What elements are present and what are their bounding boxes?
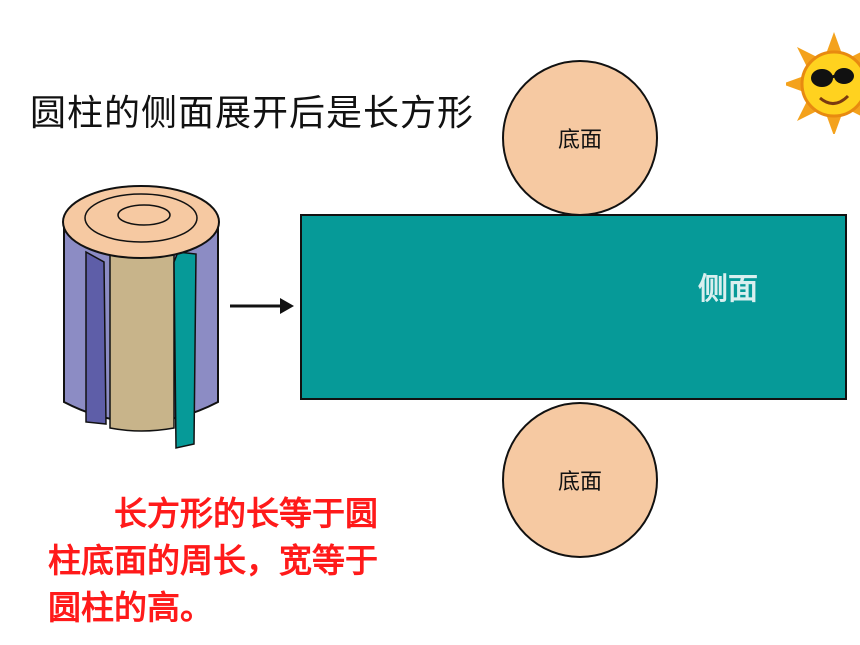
base-circle-bottom-label: 底面: [557, 470, 602, 495]
base-circle-top: 底面: [502, 60, 658, 216]
side-face-rectangle: 侧面: [300, 214, 847, 400]
description-line-3: 圆柱的高。: [48, 588, 213, 627]
cylinder-illustration: [62, 185, 220, 449]
side-face-label: 侧面: [698, 272, 758, 307]
arrow-right-icon: [230, 298, 294, 314]
page-title: 圆柱的侧面展开后是长方形: [30, 93, 475, 134]
description-text: 长方形的长等于圆 柱底面的周长，宽等于 圆柱的高。: [48, 490, 448, 631]
sun-sunglasses-icon: [786, 32, 860, 134]
description-line-2: 柱底面的周长，宽等于: [48, 541, 378, 580]
base-circle-top-label: 底面: [557, 128, 602, 153]
description-line-1: 长方形的长等于圆: [114, 494, 378, 533]
base-circle-bottom: 底面: [502, 402, 658, 558]
